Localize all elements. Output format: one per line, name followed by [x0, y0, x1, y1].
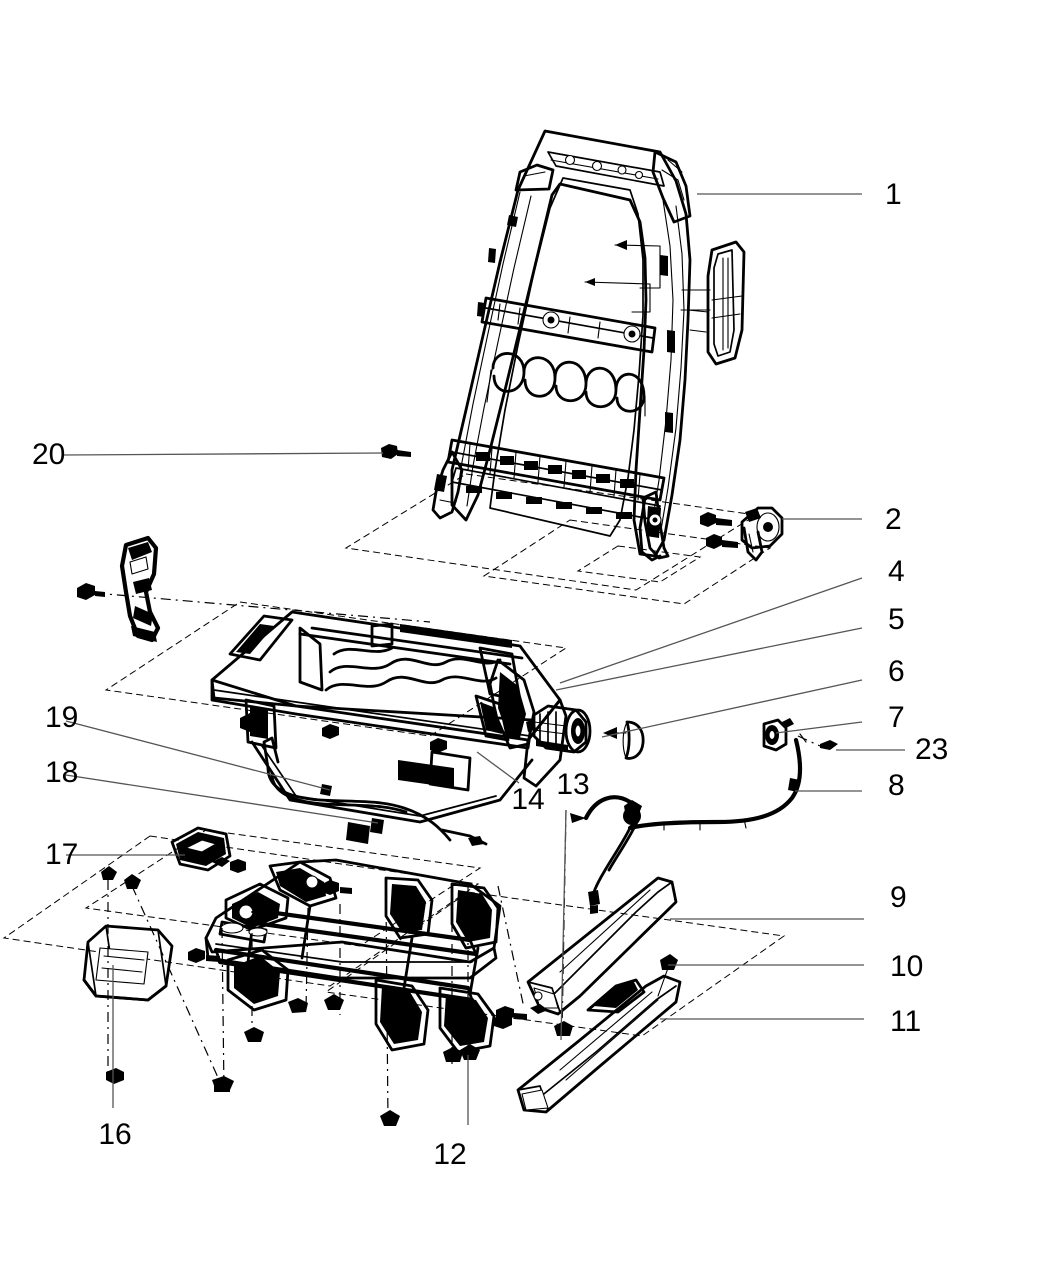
callout-number-8: 8: [888, 769, 905, 802]
motor-gasket-artwork: [603, 720, 645, 760]
callout-number-19: 19: [45, 701, 79, 734]
side-bolster-panel-artwork: [687, 240, 746, 366]
callout-number-20: 20: [32, 438, 66, 471]
cushion-frame-artwork: [210, 610, 568, 846]
cable-grommet-artwork: [762, 718, 794, 752]
callout-number-12: 12: [433, 1138, 467, 1171]
leader-line-5: [555, 627, 863, 691]
callout-number-6: 6: [888, 655, 905, 688]
drive-motor-artwork: [526, 704, 592, 754]
leader-line-14: [476, 751, 520, 784]
track-end-cap-artwork: [170, 826, 246, 873]
callout-number-16: 16: [98, 1118, 132, 1151]
leader-line-19: [65, 720, 331, 791]
track-shield-covers-artwork: [516, 876, 682, 1114]
leader-line-13: [560, 809, 567, 1041]
callout-number-4: 4: [888, 555, 905, 588]
callout-number-1: 1: [885, 178, 902, 211]
callout-number-9: 9: [890, 881, 907, 914]
callout-number-2: 2: [885, 503, 902, 536]
left-lever-artwork: [77, 535, 431, 643]
seat-track-assembly-artwork: [204, 858, 502, 1054]
callout-number-17: 17: [45, 838, 79, 871]
callout-leader-lines: [62, 193, 905, 1125]
leader-line-18: [65, 774, 379, 824]
callout-number-7: 7: [888, 701, 905, 734]
callout-number-10: 10: [890, 950, 924, 983]
callout-number-23: 23: [915, 733, 949, 766]
leader-line-7: [775, 721, 863, 734]
callout-number-11: 11: [890, 1005, 922, 1038]
leader-line-6: [601, 679, 863, 738]
leader-line-20: [62, 452, 384, 456]
recliner-handle-artwork: [740, 506, 784, 562]
leader-line-4: [559, 577, 863, 684]
callout-number-13: 13: [556, 768, 590, 801]
wiring-harness-artwork: [570, 737, 803, 914]
callout-number-18: 18: [45, 756, 79, 789]
callout-number-5: 5: [888, 603, 905, 636]
callout-number-14: 14: [511, 783, 545, 816]
retaining-clip-artwork: [797, 733, 838, 750]
fastener-artwork: [101, 784, 573, 1126]
front-riser-cover-artwork: [82, 924, 174, 1002]
seat-back-frame-artwork: [431, 129, 711, 562]
